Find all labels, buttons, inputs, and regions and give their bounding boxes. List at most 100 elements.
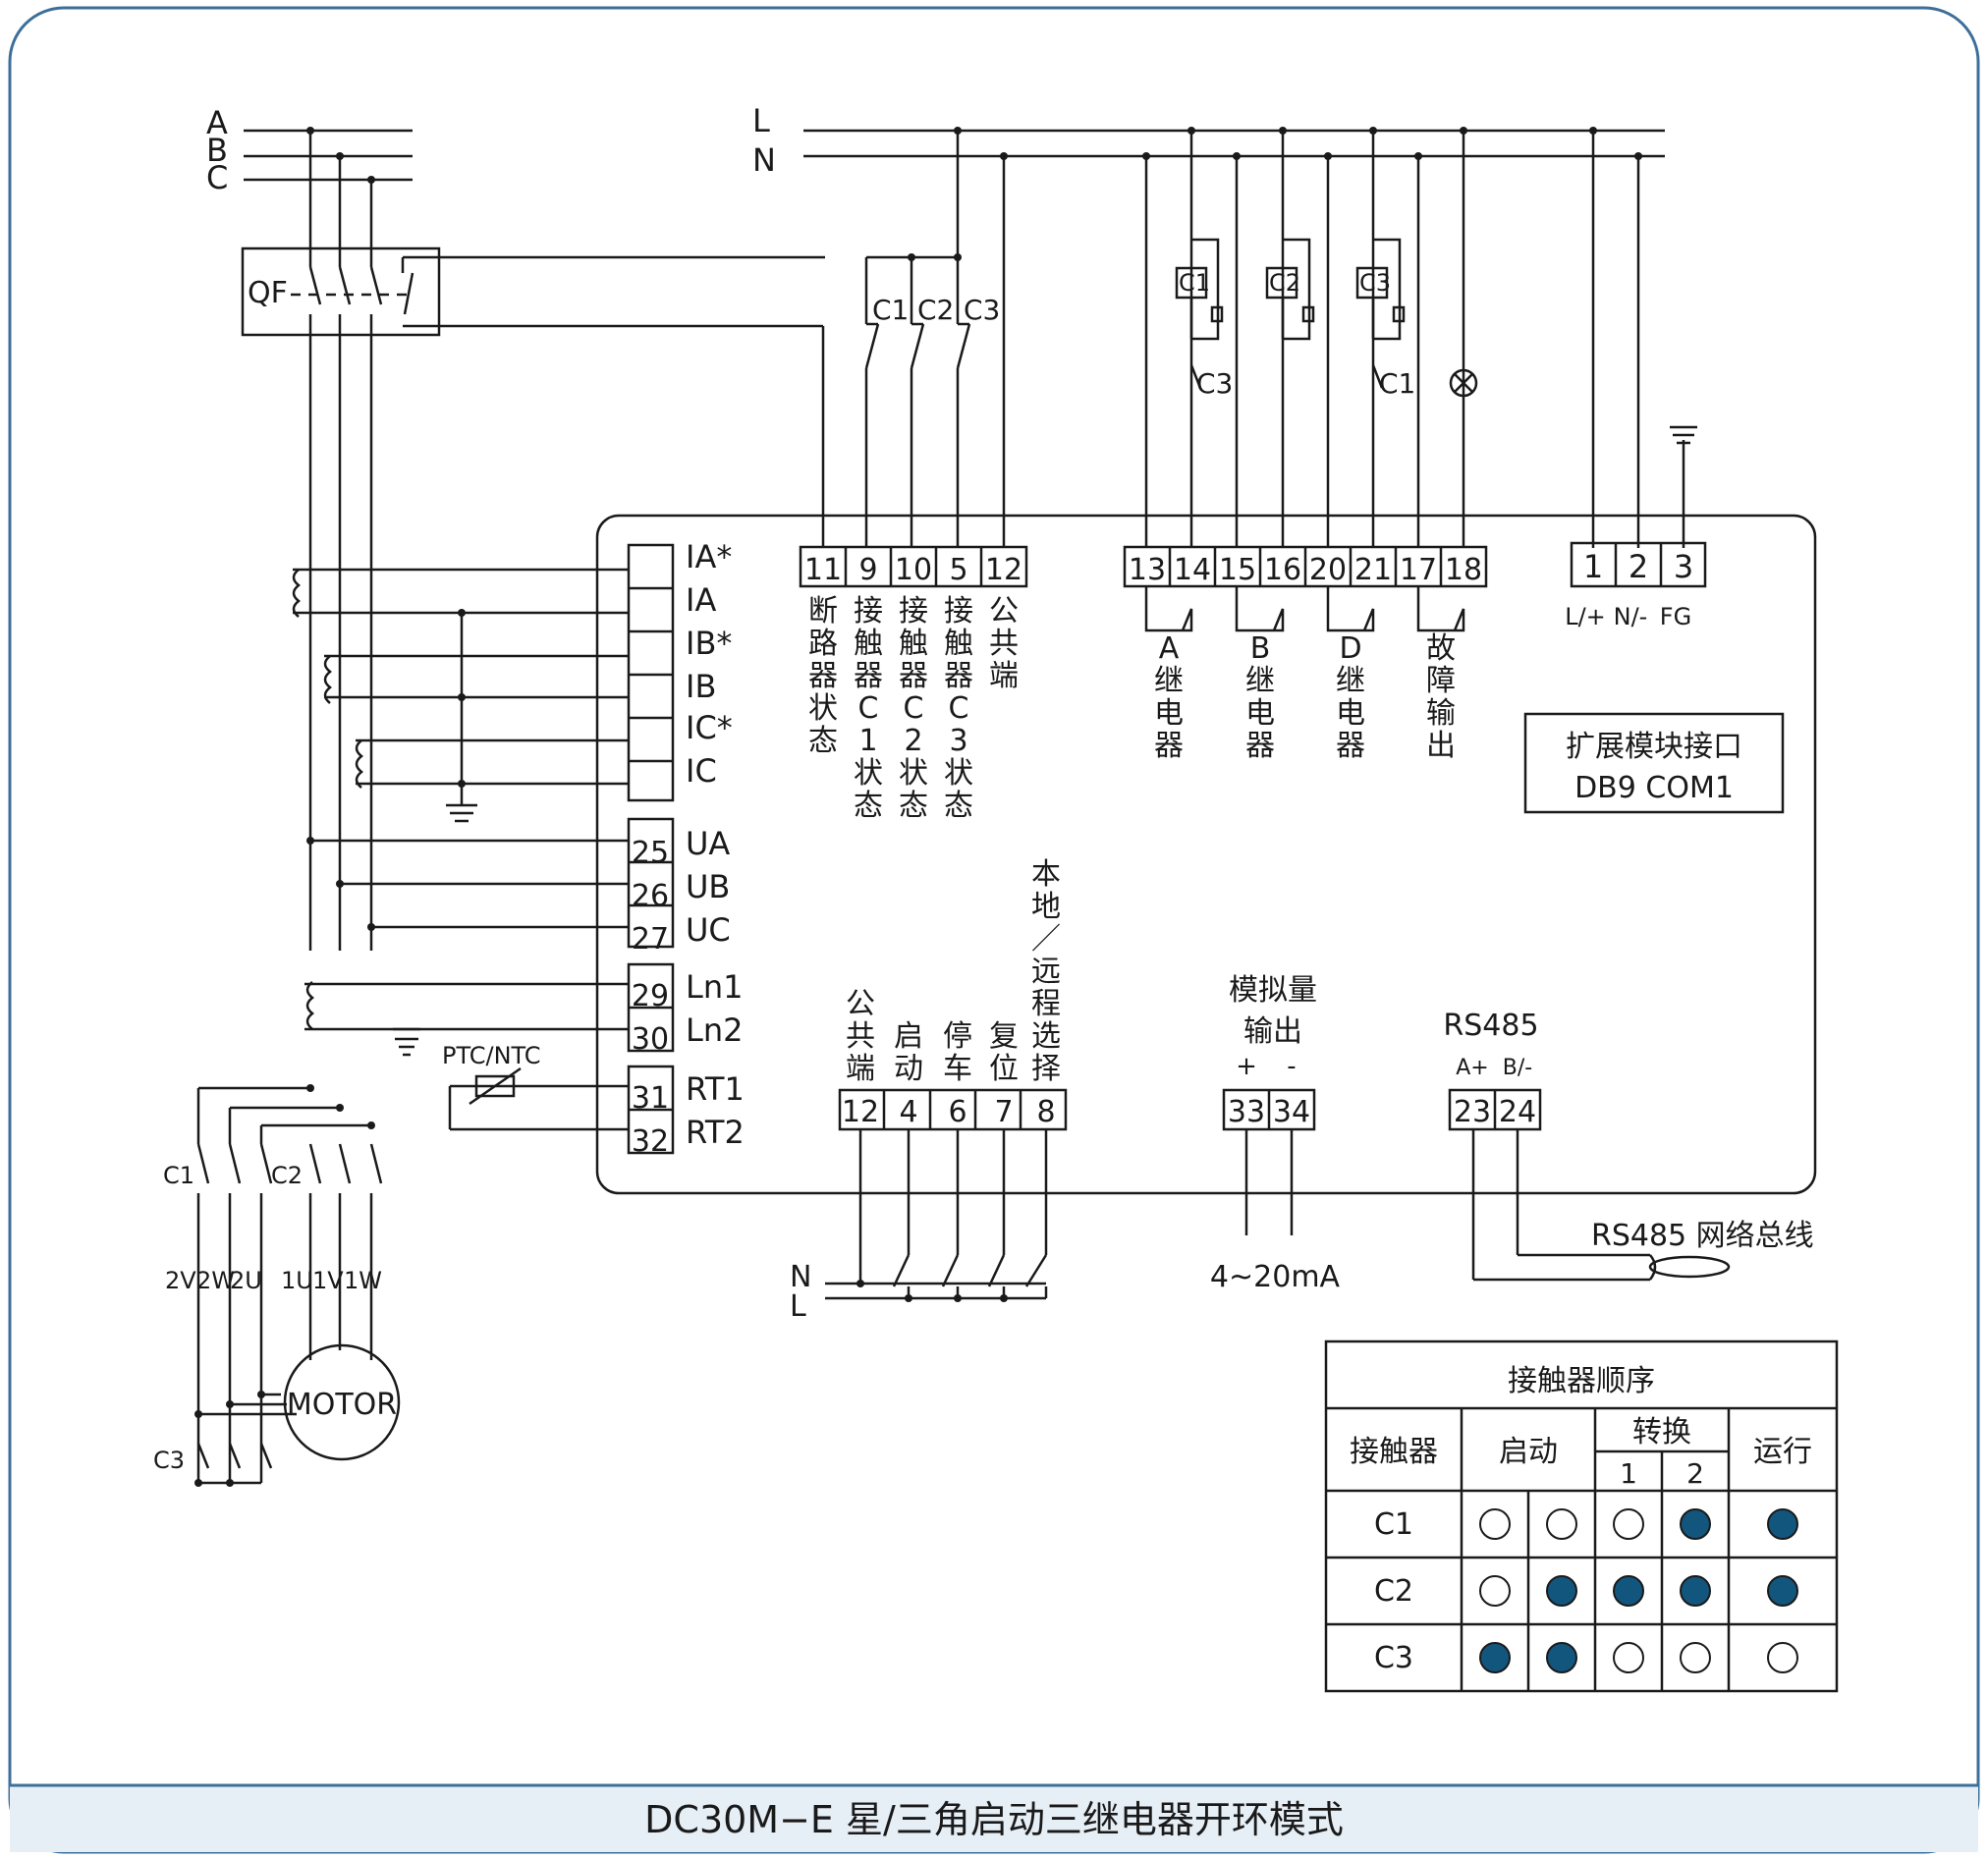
power-terminal-1: 1 xyxy=(1583,548,1603,585)
state-dot xyxy=(1680,1575,1711,1607)
table-header-switch-2: 2 xyxy=(1686,1457,1704,1490)
status-label-11: 断路器状态 xyxy=(808,594,838,758)
relay-terminal-13: 13 xyxy=(1129,553,1166,587)
left-terminal-label-10: Ln2 xyxy=(686,1012,743,1049)
input-label-8: 本地／远程选择 xyxy=(1031,857,1061,1086)
motor-terminal-1v: 1V xyxy=(312,1267,344,1294)
left-terminal-label-11: RT1 xyxy=(686,1070,745,1108)
interlock-a-label: C3 xyxy=(1196,367,1233,400)
power-terminal-3: 3 xyxy=(1674,548,1693,585)
relay-terminal-20: 20 xyxy=(1309,553,1347,587)
input-label-6: 停车 xyxy=(943,1019,972,1086)
coil-c2-label: C2 xyxy=(1269,269,1300,297)
left-terminal-label-9: Ln1 xyxy=(686,968,743,1006)
status-terminal-11: 11 xyxy=(804,553,842,587)
thermistor-label: PTC/NTC xyxy=(442,1042,541,1069)
state-dot xyxy=(1546,1508,1577,1540)
power-label-3: FG xyxy=(1660,603,1691,630)
table-title: 接触器顺序 xyxy=(1508,1364,1655,1398)
left-terminal-num-29: 29 xyxy=(632,979,669,1013)
relay-terminal-17: 17 xyxy=(1400,553,1437,587)
state-dot xyxy=(1767,1575,1798,1607)
ext-module-title: 扩展模块接口 xyxy=(1566,730,1742,764)
relay-terminal-18: 18 xyxy=(1445,553,1482,587)
status-terminal-5: 5 xyxy=(949,553,967,587)
analog-plus: + xyxy=(1236,1052,1257,1081)
rs485-terminal-23: 23 xyxy=(1454,1095,1491,1129)
left-terminal-label-5: IC xyxy=(686,752,717,790)
line-n-label: N xyxy=(752,141,776,179)
c3-star-contactor-label: C3 xyxy=(153,1447,185,1474)
analog-terminal-33: 33 xyxy=(1228,1095,1265,1129)
coil-c1-label: C1 xyxy=(1179,269,1210,297)
analog-title-1: 模拟量 xyxy=(1229,973,1317,1008)
phase-c-label: C xyxy=(206,159,228,196)
motor-terminal-2w: 2W xyxy=(196,1267,235,1294)
status-terminal-12: 12 xyxy=(985,553,1022,587)
rs485-terminal-24: 24 xyxy=(1499,1095,1536,1129)
input-label-4: 启动 xyxy=(894,1019,923,1086)
relay-terminal-16: 16 xyxy=(1264,553,1301,587)
left-terminal-label-3: IB xyxy=(686,668,716,705)
input-label-12: 公共端 xyxy=(846,987,875,1086)
left-terminal-num-26: 26 xyxy=(632,879,669,913)
input-terminal-8: 8 xyxy=(1036,1095,1055,1129)
left-terminal-label-7: UB xyxy=(686,868,730,905)
analog-terminal-34: 34 xyxy=(1273,1095,1310,1129)
breaker-label: QF xyxy=(248,276,288,310)
state-dot xyxy=(1613,1642,1644,1673)
power-label-1: L/+ xyxy=(1565,603,1606,630)
status-label-12: 公共端 xyxy=(989,594,1019,693)
input-label-7: 复位 xyxy=(989,1019,1019,1086)
input-terminal-7: 7 xyxy=(994,1095,1013,1129)
input-terminal-4: 4 xyxy=(899,1095,917,1129)
line-l-label: L xyxy=(752,102,770,139)
state-dot xyxy=(1479,1642,1511,1673)
left-terminal-label-8: UC xyxy=(686,911,731,949)
left-terminal-label-4: IC* xyxy=(686,709,733,746)
motor-terminal-2v: 2V xyxy=(165,1267,196,1294)
state-dot xyxy=(1613,1575,1644,1607)
c2-main-contactor-label: C2 xyxy=(271,1162,303,1189)
table-header-switch-1: 1 xyxy=(1620,1457,1637,1490)
left-terminal-label-1: IA xyxy=(686,581,716,619)
state-dot xyxy=(1767,1642,1798,1673)
motor-terminal-1w: 1W xyxy=(344,1267,382,1294)
motor-label: MOTOR xyxy=(287,1388,397,1422)
status-c3-contact: C3 xyxy=(964,294,1000,326)
left-terminal-num-27: 27 xyxy=(632,922,669,957)
left-terminal-num-31: 31 xyxy=(632,1081,669,1116)
table-header-run: 运行 xyxy=(1753,1435,1812,1469)
state-dot xyxy=(1479,1575,1511,1607)
relay-terminal-15: 15 xyxy=(1219,553,1256,587)
c1-main-contactor-label: C1 xyxy=(163,1162,194,1189)
ext-module-port: DB9 COM1 xyxy=(1574,771,1734,805)
rs485-bus-label: RS485 网络总线 xyxy=(1591,1219,1814,1253)
left-terminal-num-25: 25 xyxy=(632,836,669,870)
rs485-title: RS485 xyxy=(1443,1009,1538,1043)
state-dot xyxy=(1680,1508,1711,1540)
motor-terminal-1u: 1U xyxy=(281,1267,313,1294)
motor-terminal-2u: 2U xyxy=(230,1267,262,1294)
state-dot xyxy=(1479,1508,1511,1540)
relay-label-3: 故障输出 xyxy=(1426,631,1456,763)
table-row-C1: C1 xyxy=(1374,1507,1413,1542)
state-dot xyxy=(1546,1575,1577,1607)
input-n-label: N xyxy=(790,1260,811,1294)
power-terminal-2: 2 xyxy=(1629,548,1648,585)
rs485-b-label: B/- xyxy=(1503,1056,1532,1080)
status-c2-contact: C2 xyxy=(917,294,954,326)
table-header-start: 启动 xyxy=(1499,1435,1558,1469)
input-l-label: L xyxy=(790,1289,806,1324)
status-c1-contact: C1 xyxy=(872,294,909,326)
relay-terminal-14: 14 xyxy=(1174,553,1211,587)
analog-title-2: 输出 xyxy=(1243,1014,1302,1049)
power-label-2: N/- xyxy=(1614,603,1648,630)
table-row-C2: C2 xyxy=(1374,1574,1413,1609)
